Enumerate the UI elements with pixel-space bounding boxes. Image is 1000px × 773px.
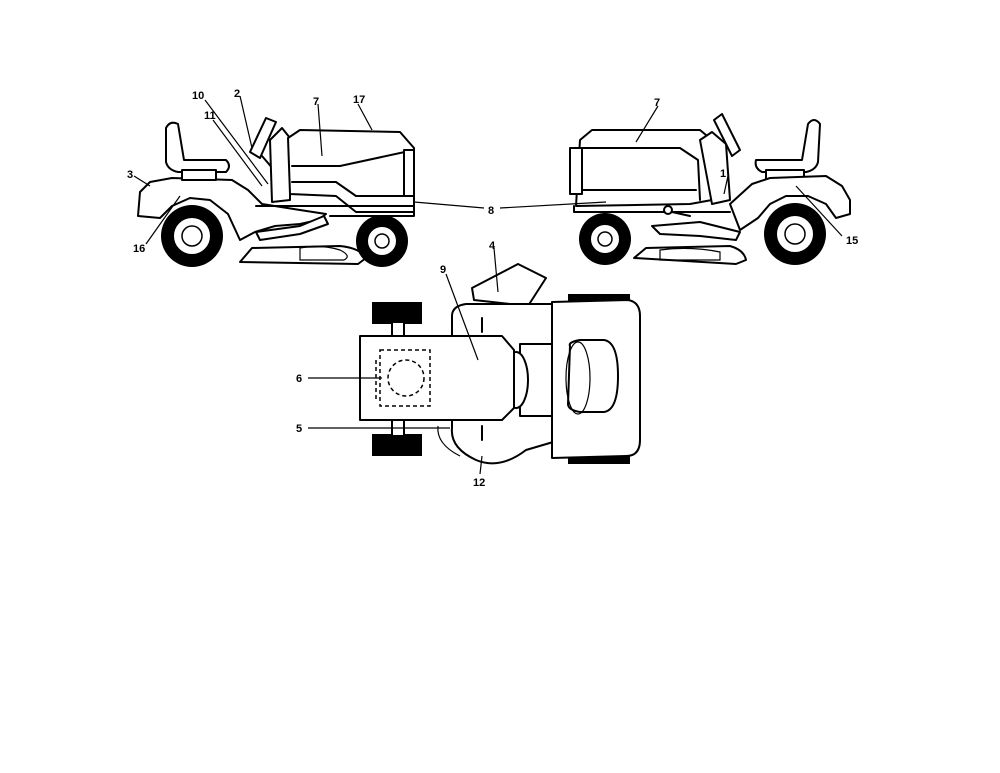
seat — [165, 121, 230, 173]
foot-deck — [255, 215, 329, 241]
frame-rail — [573, 205, 731, 213]
deck-pulley-cover — [659, 247, 721, 261]
steering-wheel — [249, 117, 277, 159]
seat-base — [181, 169, 217, 181]
front-grille — [569, 147, 583, 195]
callout-1: 1 — [720, 168, 726, 180]
lift-lever — [671, 211, 691, 217]
hood — [575, 129, 713, 207]
seat-cushion-outline — [387, 359, 425, 397]
callout-16: 16 — [133, 243, 145, 255]
callout-17: 17 — [353, 94, 365, 106]
rear-tire-bottom — [372, 434, 422, 456]
callout-labels: 10 2 11 7 17 3 16 8 7 1 15 4 9 6 5 12 — [127, 88, 858, 489]
front-tire-top — [568, 294, 630, 304]
engine-oval — [567, 339, 619, 413]
callout-7-left: 7 — [313, 96, 319, 108]
tractor-left-side-view — [137, 117, 415, 267]
steering-wheel — [713, 113, 741, 157]
callout-3: 3 — [127, 169, 133, 181]
rear-tire-top — [372, 302, 422, 324]
dash-tower — [269, 127, 291, 203]
rear-fender — [729, 175, 851, 231]
callout-4: 4 — [489, 240, 496, 252]
callout-5: 5 — [296, 423, 302, 435]
frame-rail — [255, 205, 415, 217]
discharge-chute — [471, 263, 547, 307]
tractor-top-view — [359, 263, 641, 465]
tractor-right-side-view — [569, 113, 851, 265]
callout-10: 10 — [192, 90, 204, 102]
callout-6: 6 — [296, 373, 302, 385]
hood-crease — [291, 149, 415, 167]
hood-side-line — [291, 181, 415, 197]
seat — [754, 119, 821, 173]
lift-knob — [663, 205, 673, 215]
callout-8: 8 — [488, 205, 494, 217]
callout-7-right: 7 — [654, 97, 660, 109]
callout-2: 2 — [234, 88, 240, 100]
deck-edge-arc — [437, 425, 461, 457]
foot-deck — [651, 221, 741, 241]
engine-inner — [565, 341, 591, 415]
deck-pulley-cover — [299, 245, 348, 261]
callout-12: 12 — [473, 477, 485, 489]
callout-11: 11 — [204, 110, 216, 122]
dash-tower — [699, 131, 731, 205]
callout-9: 9 — [440, 264, 446, 276]
hood-crease — [581, 147, 701, 201]
callout-15: 15 — [846, 235, 858, 247]
front-tire-bottom — [568, 454, 630, 464]
front-grille — [403, 149, 415, 197]
leader-lines — [133, 95, 843, 475]
hood — [287, 129, 415, 213]
rear-body-top — [359, 335, 515, 421]
